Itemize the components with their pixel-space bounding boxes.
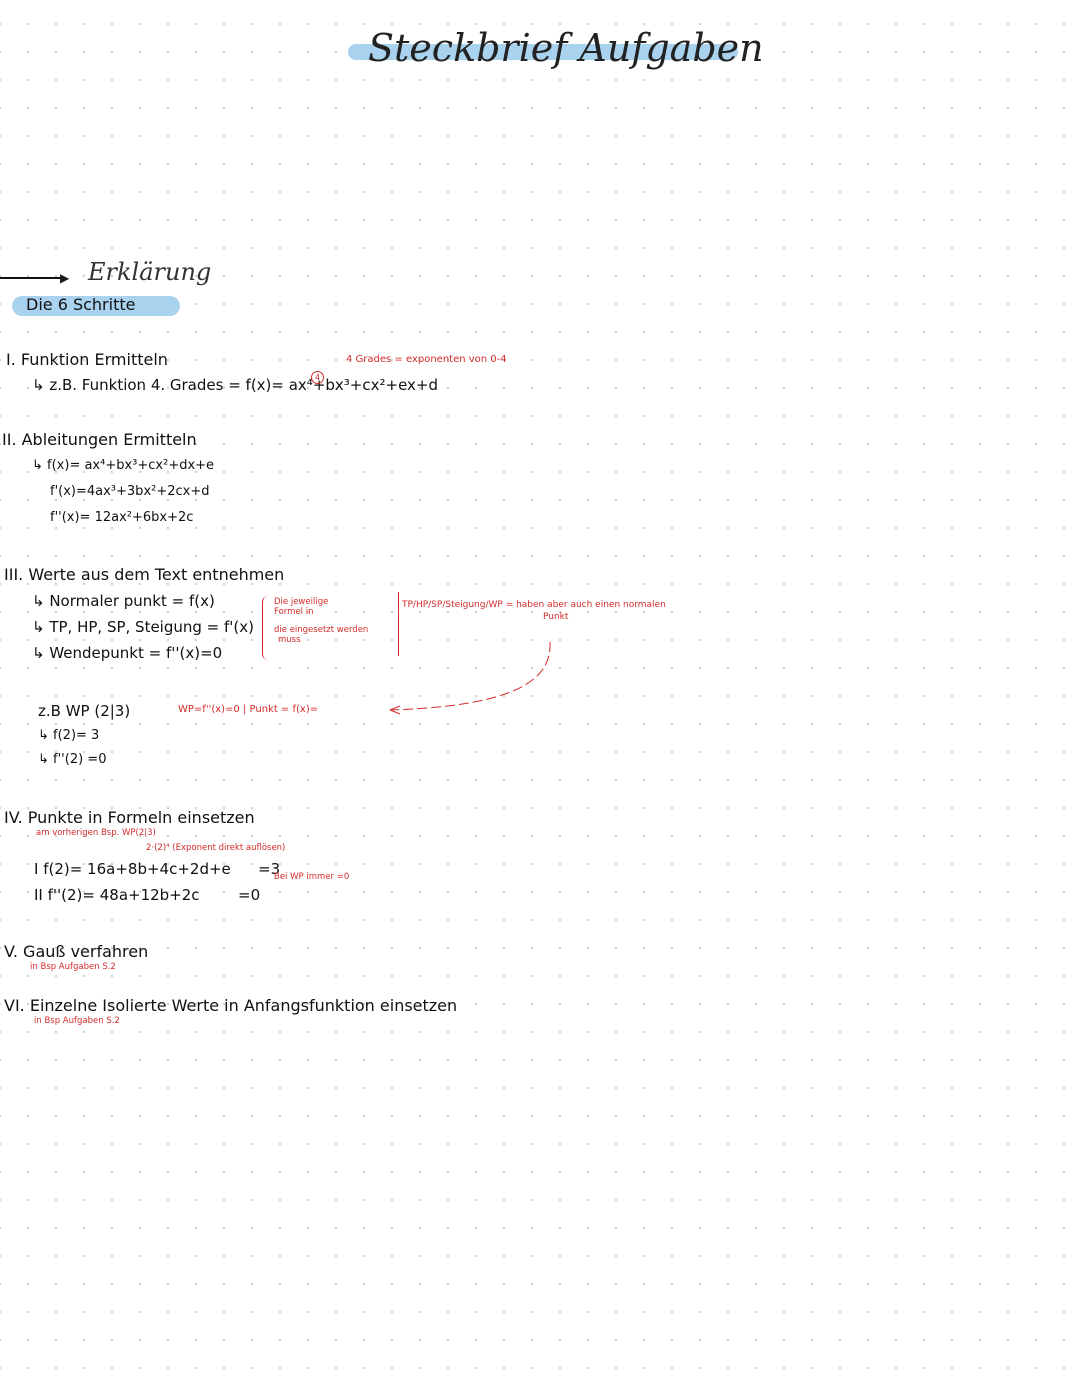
brace-note-3: die eingesetzt werden [274,625,369,635]
brace-note-2: Formel in [274,607,314,617]
step3-example-heading: z.B WP (2|3) [38,702,131,720]
brace-note-1: Die jeweilige [274,597,329,607]
arrow-line [0,277,62,279]
section-subheading: Die 6 Schritte [12,295,180,316]
step6-sub: in Bsp Aufgaben S.2 [34,1016,120,1026]
step2-heading: II. Ableitungen Ermitteln [2,430,197,449]
step3-example-note: WP=f''(x)=0 | Punkt = f(x)= [178,704,319,715]
title-highlight [348,44,738,60]
page-title: Steckbrief Aufgaben [348,20,764,84]
step2-line-3: f''(x)= 12ax²+6bx+2c [50,510,194,525]
arrow-right-icon: ▶ [60,271,70,285]
step4-line-1: I f(2)= 16a+8b+4c+2d+e [34,860,231,878]
step6-heading: VI. Einzelne Isolierte Werte in Anfangsf… [4,996,458,1015]
step4-note-top: 2·(2)⁴ (Exponent direkt auflösen) [146,843,286,853]
step3-line-1: ↳ Normaler punkt = f(x) [32,592,215,610]
curved-arrow-icon [389,641,551,715]
title-text: Steckbrief Aufgaben [368,26,764,70]
step1-heading: I. Funktion Ermitteln [6,350,168,369]
step3-example-line-2: ↳ f''(2) =0 [38,752,107,767]
step4-line-2-value: =0 [238,886,261,904]
step4-line-2: II f''(2)= 48a+12b+2c [34,886,200,904]
step2-line-2: f'(x)=4ax³+3bx²+2cx+d [50,484,210,499]
step2-line-1: ↳ f(x)= ax⁴+bx³+cx²+dx+e [32,458,215,473]
brace-note-4: muss [278,635,301,645]
step1-example: ↳ z.B. Funktion 4. Grades = f(x)= ax⁴+bx… [32,376,439,394]
brace [262,596,271,660]
step3-heading: III. Werte aus dem Text entnehmen [4,565,285,584]
step3-line-3: ↳ Wendepunkt = f''(x)=0 [32,644,223,662]
section-heading: Erklärung [88,258,212,286]
box-note-2: Punkt [543,612,569,622]
step4-heading: IV. Punkte in Formeln einsetzen [4,808,255,827]
note-divider [398,592,399,656]
step5-sub: in Bsp Aufgaben S.2 [30,962,116,972]
step3-line-2: ↳ TP, HP, SP, Steigung = f'(x) [32,618,254,636]
box-note-1: TP/HP/SP/Steigung/WP = haben aber auch e… [402,600,666,610]
step4-sub: am vorherigen Bsp. WP(2|3) [36,828,156,838]
step1-note: 4 Grades = exponenten von 0-4 [346,354,507,365]
section-subheading-text: Die 6 Schritte [26,295,136,314]
step5-heading: V. Gauß verfahren [4,942,149,961]
step3-example-line-1: ↳ f(2)= 3 [38,728,100,743]
step4-line-1-value: =3 [258,860,281,878]
step1-note-mark: 4 [311,371,324,384]
step4-note-side: Bei WP immer =0 [274,872,350,882]
